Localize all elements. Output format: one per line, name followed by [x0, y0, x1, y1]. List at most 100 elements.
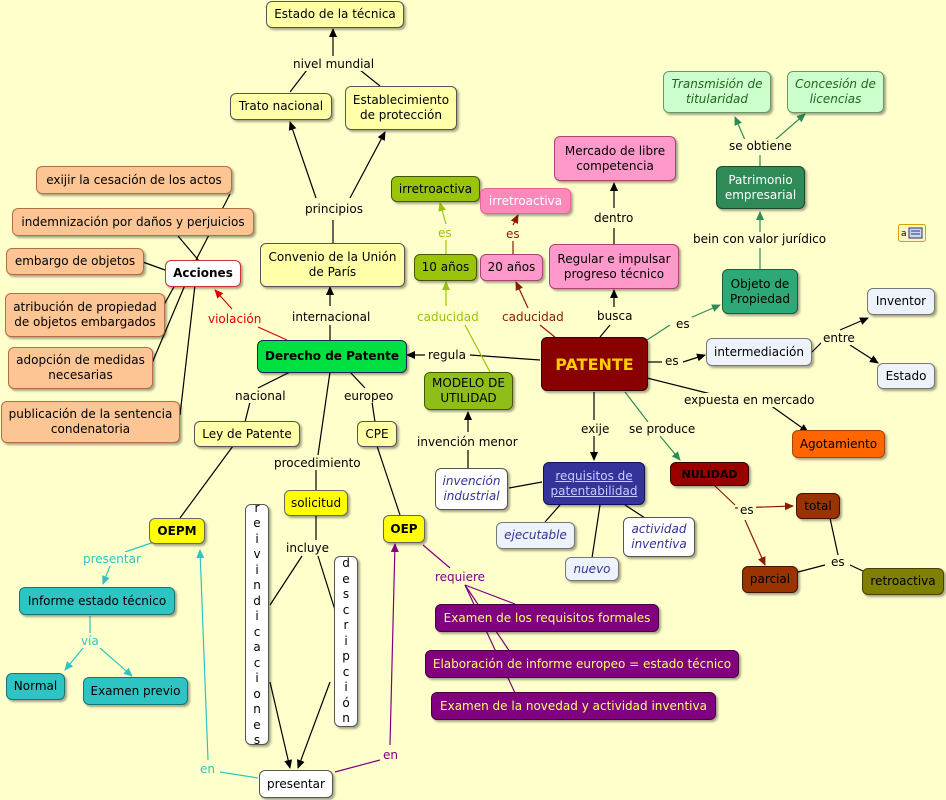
- node-20-anos[interactable]: 20 años: [480, 254, 543, 281]
- link-principios: principios: [303, 202, 365, 216]
- node-parcial[interactable]: parcial: [742, 566, 798, 593]
- node-estado-tecnica[interactable]: Estado de la técnica: [266, 1, 404, 28]
- node-concesion[interactable]: Concesión de licencias: [787, 71, 884, 113]
- svg-text:a: a: [901, 229, 907, 239]
- node-descripcion[interactable]: descripción: [334, 556, 358, 727]
- node-ley-patente[interactable]: Ley de Patente: [194, 421, 300, 447]
- letter: i: [255, 563, 258, 579]
- node-transmision[interactable]: Transmisión de titularidad: [663, 71, 771, 113]
- node-solicitud[interactable]: solicitud: [284, 490, 348, 516]
- letter: c: [254, 656, 261, 672]
- node-examen-novedad[interactable]: Examen de la novedad y actividad inventi…: [431, 692, 716, 720]
- link-exije: exije: [579, 422, 611, 436]
- node-convenio[interactable]: Convenio de la Unión de París: [260, 243, 405, 287]
- link-bien-valor: bein con valor jurídico: [691, 232, 828, 246]
- letter: e: [253, 516, 260, 532]
- node-estado[interactable]: Estado: [877, 363, 935, 389]
- link-expuesta: expuesta en mercado: [682, 393, 816, 407]
- node-actividad-inventiva[interactable]: actividad inventiva: [623, 517, 695, 557]
- node-informe[interactable]: Informe estado técnico: [19, 587, 175, 615]
- link-nivel-mundial: nivel mundial: [291, 57, 376, 71]
- node-nuevo[interactable]: nuevo: [565, 557, 619, 581]
- letter: r: [344, 618, 349, 634]
- letter: c: [343, 603, 350, 619]
- link-violacion: violación: [206, 312, 263, 326]
- node-nulidad[interactable]: NULIDAD: [670, 462, 749, 486]
- letter: n: [253, 578, 261, 594]
- node-10-anos[interactable]: 10 años: [414, 254, 477, 281]
- letter: e: [253, 718, 260, 734]
- node-patente[interactable]: PATENTE: [541, 337, 648, 391]
- node-embargo[interactable]: embargo de objetos: [6, 248, 144, 275]
- requisitos-link-text[interactable]: requisitos de patentabilidad: [550, 469, 638, 499]
- link-busca: busca: [595, 309, 634, 323]
- link-es-pink: es: [504, 227, 522, 241]
- node-patrimonio[interactable]: Patrimonio empresarial: [716, 166, 805, 209]
- link-se-produce: se produce: [627, 422, 697, 436]
- letter: i: [344, 680, 347, 696]
- link-via: vía: [79, 634, 101, 648]
- node-reivindicaciones[interactable]: reivindicaciones: [245, 504, 269, 745]
- node-acciones[interactable]: Acciones: [165, 260, 241, 287]
- node-normal[interactable]: Normal: [6, 673, 65, 700]
- node-trato-nacional[interactable]: Trato nacional: [230, 93, 332, 120]
- node-invencion-industrial[interactable]: invención industrial: [435, 468, 508, 510]
- node-inventor[interactable]: Inventor: [867, 288, 935, 315]
- link-invencion-menor: invención menor: [415, 435, 520, 449]
- node-intermediacion[interactable]: intermediación: [706, 338, 812, 366]
- node-irretroactiva-olive[interactable]: irretroactiva: [391, 176, 480, 202]
- letter: i: [255, 532, 258, 548]
- link-incluye: incluye: [284, 541, 331, 555]
- link-es-olive: es: [436, 226, 454, 240]
- node-adopcion[interactable]: adopción de medidas necesarias: [8, 347, 153, 389]
- node-publicacion[interactable]: publicación de la sentencia condenatoria: [1, 401, 180, 443]
- link-es-objeto: es: [674, 317, 692, 331]
- node-indemnizacion[interactable]: indemnización por daños y perjuicios: [12, 208, 254, 236]
- node-examen-formales[interactable]: Examen de los requisitos formales: [435, 604, 659, 632]
- letter: d: [253, 594, 261, 610]
- link-entre: entre: [821, 331, 857, 345]
- node-objeto-propiedad[interactable]: Objeto de Propiedad: [722, 269, 798, 314]
- link-en-2: en: [381, 748, 400, 762]
- node-atribucion[interactable]: atribución de propiedad de objetos embar…: [5, 293, 165, 337]
- nulidad-label: NULIDAD: [681, 467, 737, 482]
- node-total[interactable]: total: [796, 493, 840, 519]
- link-presentar: presentar: [81, 552, 143, 566]
- link-dentro: dentro: [592, 211, 635, 225]
- node-cesacion[interactable]: exijir la cesación de los actos: [36, 166, 232, 194]
- node-requisitos[interactable]: requisitos de patentabilidad: [543, 462, 645, 505]
- letter: o: [253, 687, 260, 703]
- letter: d: [342, 556, 350, 572]
- node-irretroactiva-pink[interactable]: irretroactiva: [480, 188, 571, 214]
- link-requiere: requiere: [433, 570, 487, 584]
- letter: v: [253, 547, 260, 563]
- node-establecimiento[interactable]: Establecimiento de protección: [345, 86, 457, 130]
- node-oepm[interactable]: OEPM: [149, 518, 205, 544]
- letter: r: [255, 501, 260, 517]
- link-nacional: nacional: [233, 389, 288, 403]
- node-examen-previo[interactable]: Examen previo: [83, 677, 188, 705]
- node-modelo-utilidad[interactable]: MODELO DE UTILIDAD: [424, 372, 513, 410]
- node-presentar[interactable]: presentar: [259, 770, 333, 798]
- node-mercado[interactable]: Mercado de libre competencia: [554, 136, 676, 181]
- node-regular[interactable]: Regular e impulsar progreso técnico: [549, 244, 679, 289]
- link-internacional: internacional: [290, 310, 372, 324]
- link-se-obtiene: se obtiene: [727, 139, 794, 153]
- link-procedimiento: procedimiento: [272, 456, 363, 470]
- link-es-total: es: [829, 555, 847, 569]
- link-regula: regula: [426, 348, 468, 362]
- node-oep[interactable]: OEP: [383, 515, 425, 543]
- node-agotamiento[interactable]: Agotamiento: [792, 430, 885, 458]
- node-derecho-patente[interactable]: Derecho de Patente: [257, 340, 407, 373]
- letter: i: [255, 671, 258, 687]
- letter: c: [343, 665, 350, 681]
- letter: n: [253, 702, 261, 718]
- node-ejecutable[interactable]: ejecutable: [496, 522, 575, 549]
- link-en-1: en: [198, 762, 217, 776]
- letter: c: [254, 625, 261, 641]
- node-retroactiva[interactable]: retroactiva: [862, 568, 944, 595]
- node-cpe[interactable]: CPE: [357, 421, 397, 447]
- spell-check-icon[interactable]: a: [898, 224, 926, 242]
- link-caducidad-1: caducidad: [415, 310, 481, 324]
- node-elaboracion[interactable]: Elaboración de informe europeo = estado …: [425, 650, 739, 678]
